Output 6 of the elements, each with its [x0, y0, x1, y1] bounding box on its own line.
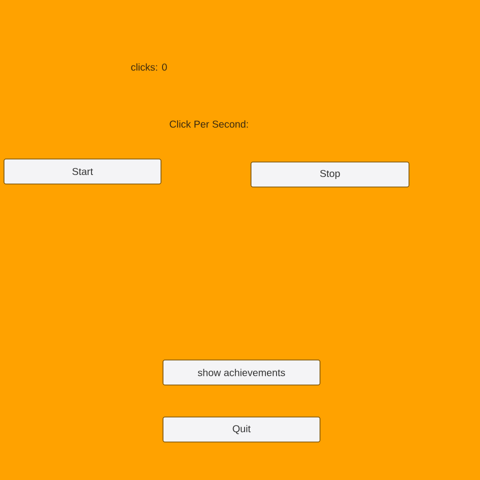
button: Quit — [162, 416, 320, 442]
text-label: Click Per Second: — [170, 120, 248, 128]
button: Stop — [250, 162, 410, 188]
button: Start — [4, 158, 162, 184]
button: show achievements — [162, 360, 320, 386]
text-label: clicks: 0 — [131, 63, 167, 71]
